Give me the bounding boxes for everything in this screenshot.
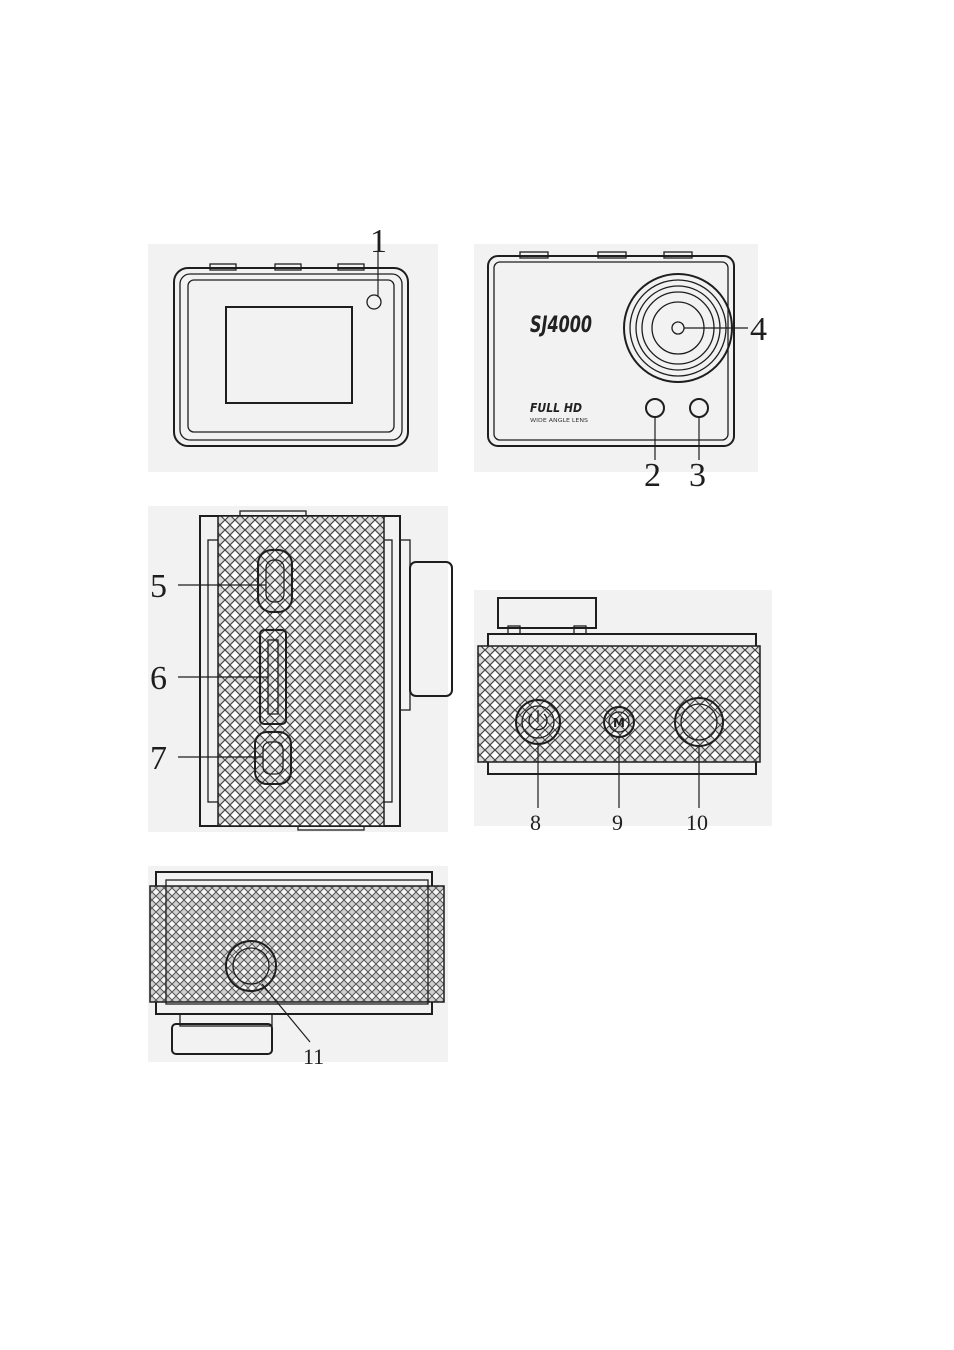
brand-logo: SJ4000: [530, 313, 592, 338]
bottom-view: 11: [148, 866, 448, 1069]
full-hd-badge: FULL HD: [530, 401, 582, 415]
callout-5: 5: [150, 568, 167, 605]
back-view: 1: [148, 223, 438, 472]
callout-8: 8: [530, 810, 541, 835]
mode-letter: M: [613, 716, 625, 730]
wide-angle-label: WIDE ANGLE LENS: [530, 418, 588, 424]
callout-6: 6: [150, 660, 167, 697]
power-button[interactable]: [516, 700, 560, 744]
callout-1: 1: [370, 223, 387, 260]
front-view: SJ4000 FULL HD WIDE ANGLE LENS 4 2 3: [474, 244, 767, 494]
callout-3: 3: [689, 457, 706, 494]
callout-9: 9: [612, 810, 623, 835]
callout-2: 2: [644, 457, 661, 494]
callout-10: 10: [686, 810, 708, 835]
callout-7: 7: [150, 740, 167, 777]
top-view: M 8 9 10: [474, 590, 772, 835]
mode-button[interactable]: M: [604, 707, 634, 737]
side-view: 5 6 7: [148, 506, 452, 832]
callout-11: 11: [303, 1044, 324, 1069]
callout-4: 4: [750, 311, 767, 348]
